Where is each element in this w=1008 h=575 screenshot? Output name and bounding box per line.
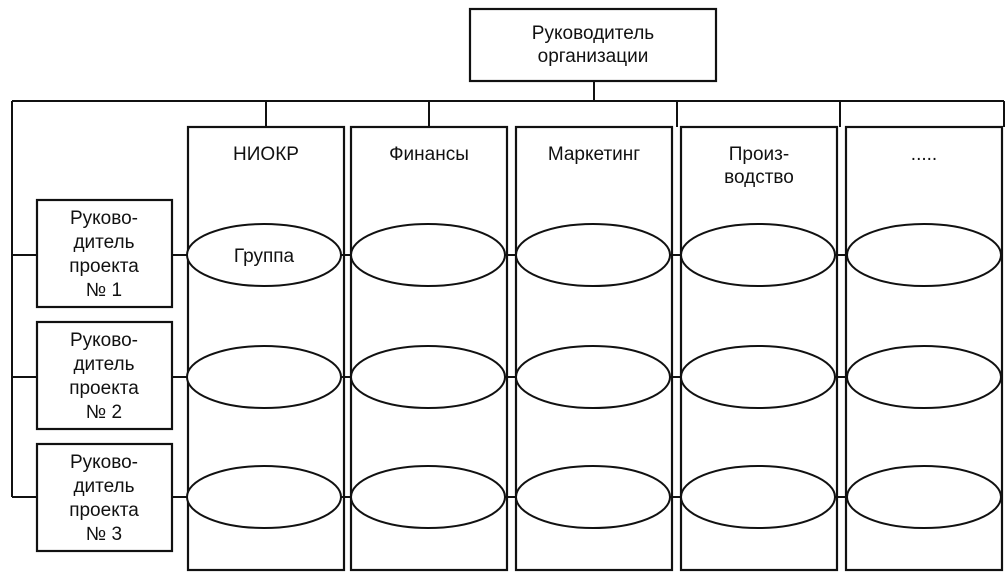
project-manager-1: Руково- дитель проекта № 1 — [35, 198, 174, 309]
group-ellipse — [515, 223, 671, 287]
pm-label-line: дитель — [73, 354, 134, 375]
pm-label-line: проекта — [69, 378, 139, 399]
pm-label-line: № 3 — [86, 524, 122, 545]
head-box: Руководитель организации — [468, 7, 718, 83]
connectors — [11, 81, 1005, 498]
group-ellipse — [680, 223, 836, 287]
pm-label-line: проекта — [69, 256, 139, 277]
pm-label-line: № 2 — [86, 402, 122, 423]
pm-label-line: проекта — [69, 500, 139, 521]
pm-label-line: Руково- — [70, 330, 138, 351]
head-title-line-1: Руководитель — [532, 23, 655, 44]
project-manager-3: Руково- дитель проекта № 3 — [35, 442, 174, 553]
group-ellipse — [350, 223, 506, 287]
department-label: Финансы — [389, 144, 469, 165]
group-ellipses — [186, 223, 1002, 529]
group-ellipse — [846, 465, 1002, 529]
group-ellipse — [186, 223, 342, 287]
head-title-line-2: организации — [538, 46, 649, 67]
department-label-line-2: водство — [724, 167, 794, 188]
group-ellipse — [846, 345, 1002, 409]
group-ellipse — [350, 465, 506, 529]
pm-label-line: дитель — [73, 232, 134, 253]
pm-label-line: Руково- — [70, 208, 138, 229]
group-ellipse — [846, 223, 1002, 287]
department-label: НИОКР — [233, 144, 299, 165]
group-ellipse — [680, 465, 836, 529]
group-ellipse — [186, 345, 342, 409]
group-ellipse — [515, 345, 671, 409]
department-label-line-1: Произ- — [729, 144, 789, 165]
department-label: ..... — [911, 144, 937, 165]
pm-label-line: Руково- — [70, 452, 138, 473]
project-manager-2: Руково- дитель проекта № 2 — [35, 320, 174, 431]
group-ellipse — [515, 465, 671, 529]
group-ellipse — [186, 465, 342, 529]
department-label: Маркетинг — [548, 144, 640, 165]
pm-label-line: дитель — [73, 476, 134, 497]
pm-label-line: № 1 — [86, 280, 122, 301]
group-label: Группа — [234, 246, 295, 267]
group-ellipse — [350, 345, 506, 409]
group-ellipse — [680, 345, 836, 409]
